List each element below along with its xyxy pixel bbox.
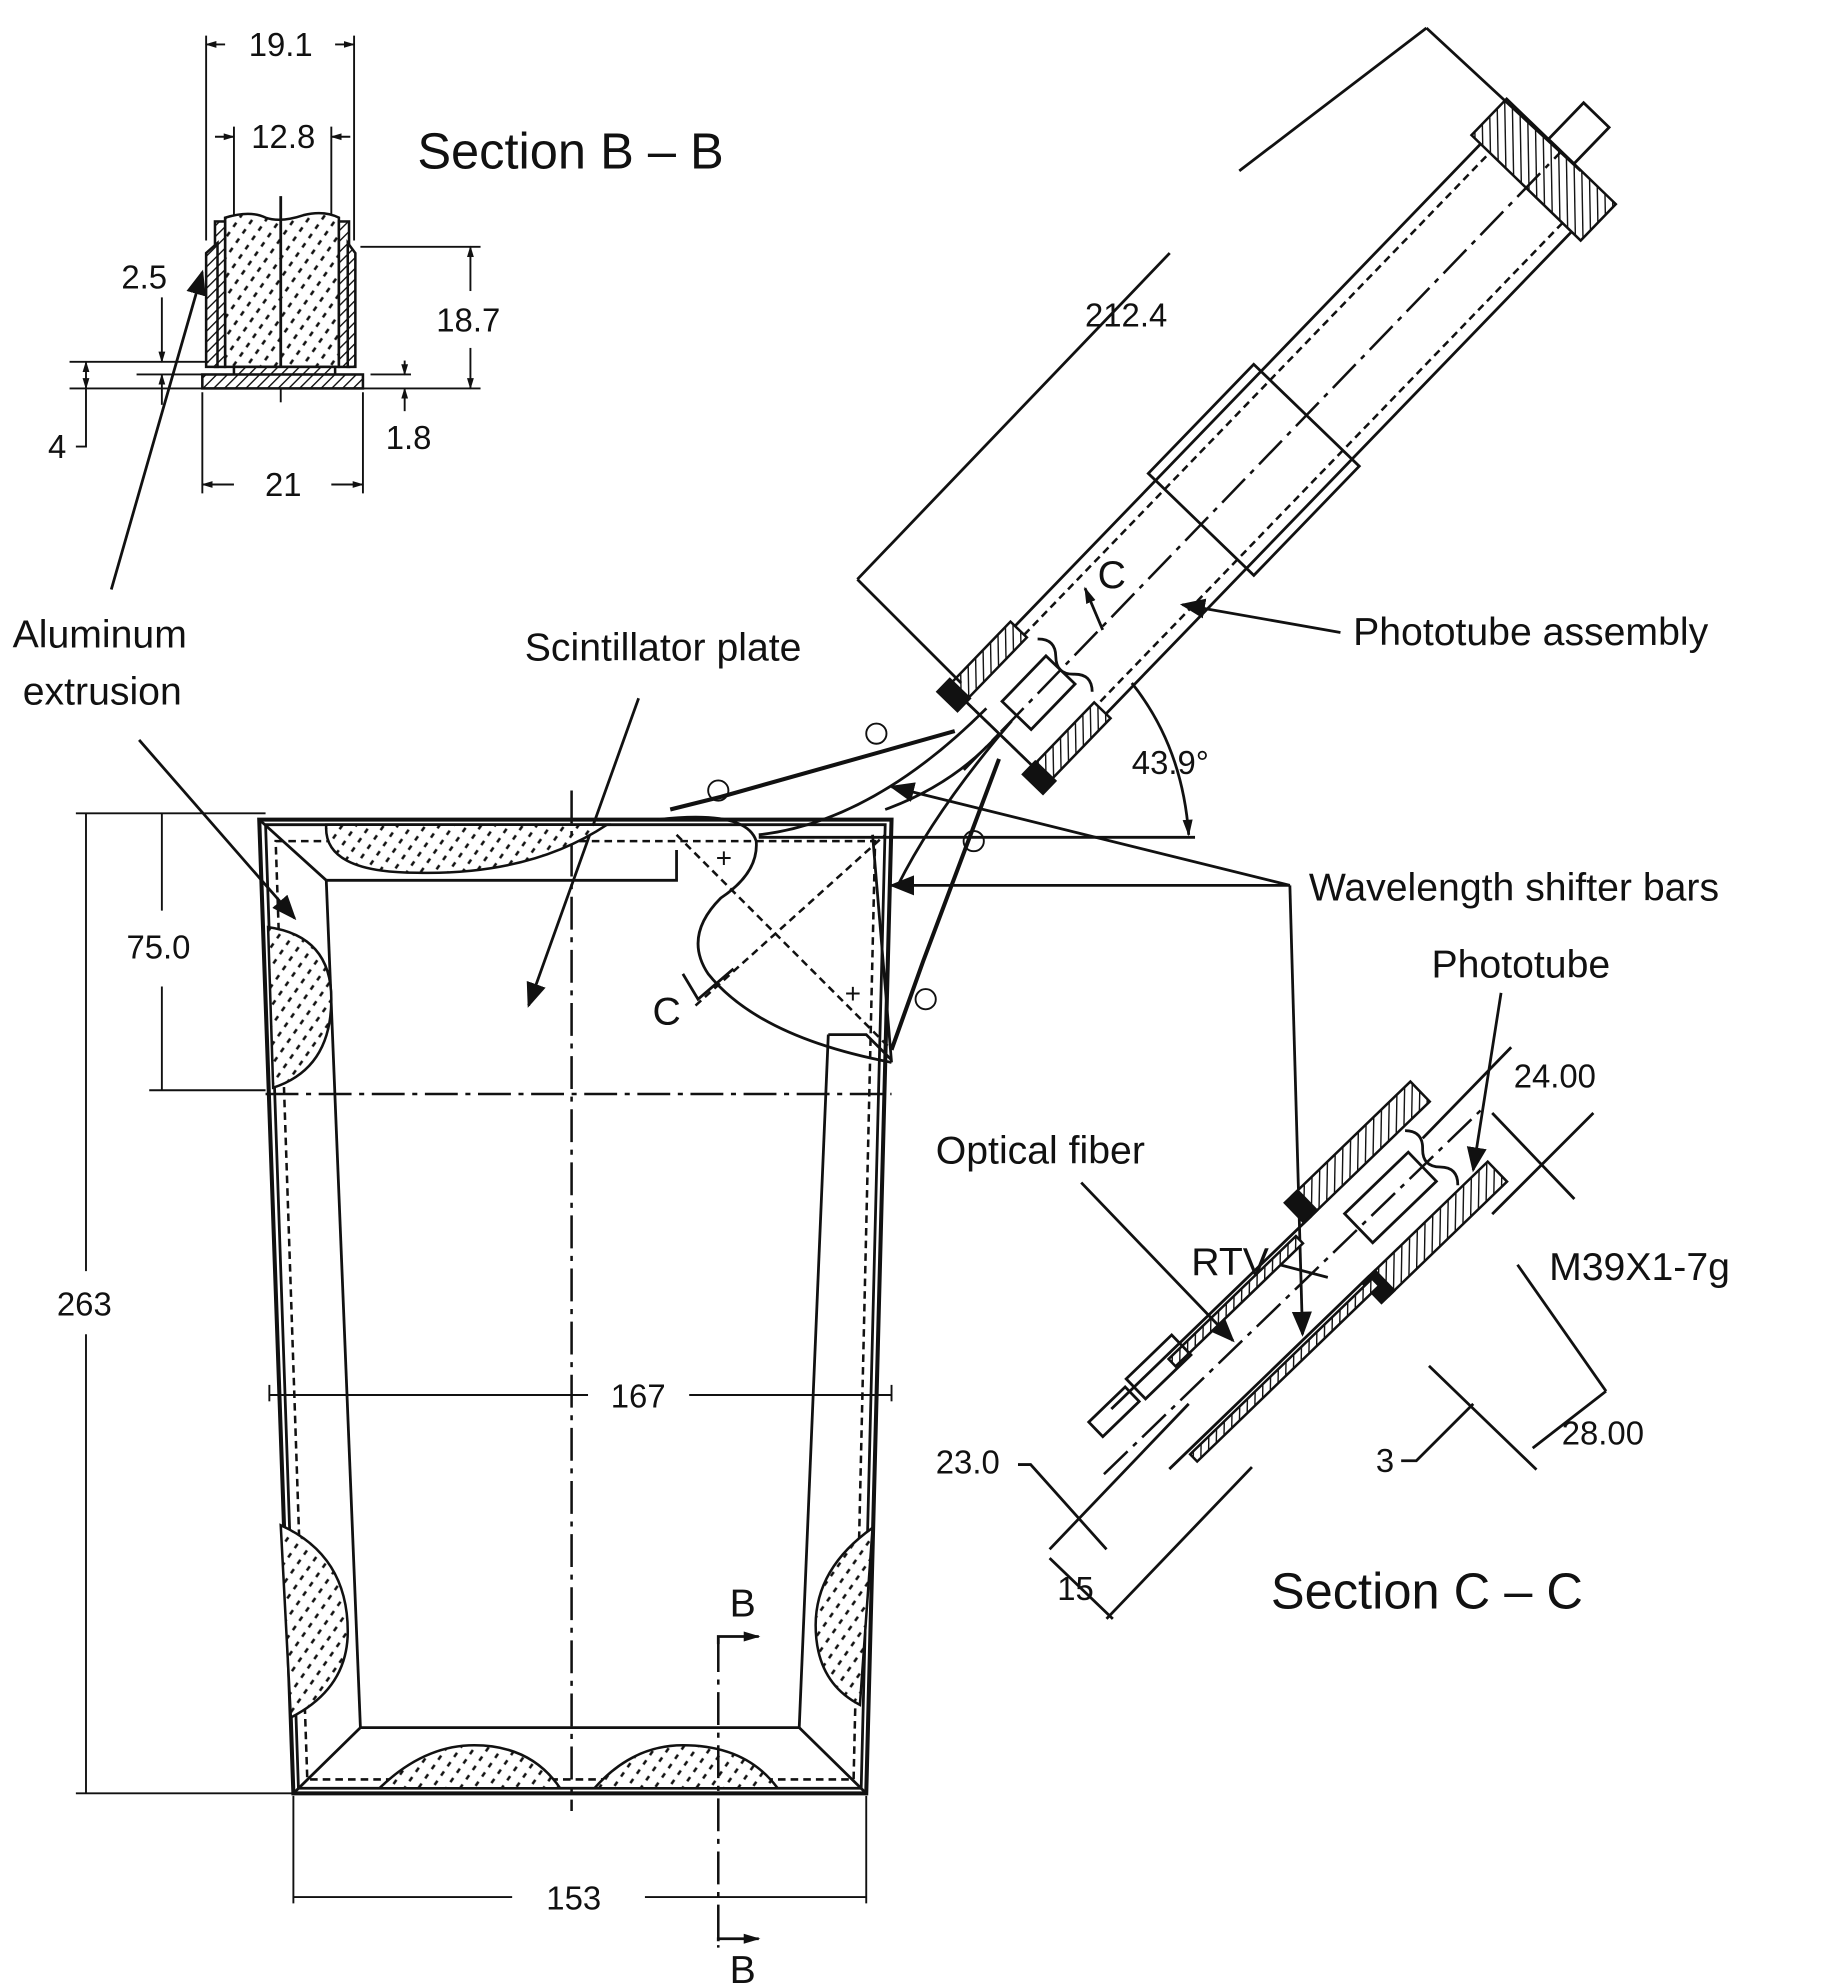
dim-thread: M39X1-7g bbox=[1549, 1246, 1730, 1289]
dim-angle: 43.9° bbox=[1132, 744, 1209, 781]
label-phototube: Phototube bbox=[1432, 944, 1611, 987]
dim-263: 263 bbox=[57, 1285, 112, 1322]
scintillator-plate-view: + + C B B bbox=[257, 790, 894, 1987]
label-scintillator-plate: Scintillator plate bbox=[525, 626, 802, 669]
label-aluminum-extrusion-line2: extrusion bbox=[23, 671, 182, 714]
plus-mark: + bbox=[716, 843, 732, 874]
section-b-title: Section B – B bbox=[417, 122, 723, 179]
dim-3: 3 bbox=[1376, 1442, 1394, 1479]
section-c-mark bbox=[681, 967, 735, 1002]
section-b-lower-label: B bbox=[730, 1949, 756, 1987]
label-optical-fiber: Optical fiber bbox=[936, 1130, 1145, 1173]
dim-23: 23.0 bbox=[936, 1443, 1000, 1480]
leader-aluminum-section bbox=[109, 269, 206, 590]
dim-24: 24.00 bbox=[1514, 1058, 1596, 1095]
label-aluminum-extrusion: Aluminum bbox=[13, 614, 187, 657]
dim-4: 4 bbox=[48, 428, 66, 465]
dim-167: 167 bbox=[611, 1378, 666, 1415]
label-wavelength-shifter-bars: Wavelength shifter bars bbox=[1309, 867, 1719, 910]
dim-212-4: 212.4 bbox=[1085, 296, 1167, 333]
section-c-title: Section C – C bbox=[1271, 1563, 1583, 1620]
dim-12-8: 12.8 bbox=[251, 118, 315, 155]
dim-19-1: 19.1 bbox=[249, 26, 313, 63]
dim-21: 21 bbox=[265, 466, 302, 503]
section-b-b: 19.1 12.8 Section B – B 18.7 2.5 4 bbox=[48, 26, 724, 503]
label-phototube-assembly: Phototube assembly bbox=[1353, 611, 1708, 654]
main-dimensions: 263 75.0 167 153 bbox=[57, 812, 893, 1917]
phototube-assembly: 212.4 C 43.9° bbox=[669, 26, 1618, 1051]
leader-scintillator bbox=[526, 697, 640, 1008]
dim-15: 15 bbox=[1057, 1570, 1094, 1607]
dim-75: 75.0 bbox=[126, 929, 190, 966]
dim-18-7: 18.7 bbox=[436, 301, 500, 338]
section-b-upper-label: B bbox=[730, 1582, 756, 1625]
plus-mark: + bbox=[845, 978, 861, 1009]
dim-28: 28.00 bbox=[1562, 1414, 1644, 1451]
dim-2-5: 2.5 bbox=[121, 258, 167, 295]
section-c-c: 24.00 M39X1-7g 28.00 3 23.0 15 Section C… bbox=[936, 1046, 1730, 1620]
dim-1-8: 1.8 bbox=[386, 419, 432, 456]
label-rtv: RTV bbox=[1191, 1241, 1269, 1284]
section-c-upper-label: C bbox=[1098, 554, 1126, 597]
section-c-lower-label: C bbox=[653, 990, 681, 1033]
dim-153: 153 bbox=[546, 1880, 601, 1917]
